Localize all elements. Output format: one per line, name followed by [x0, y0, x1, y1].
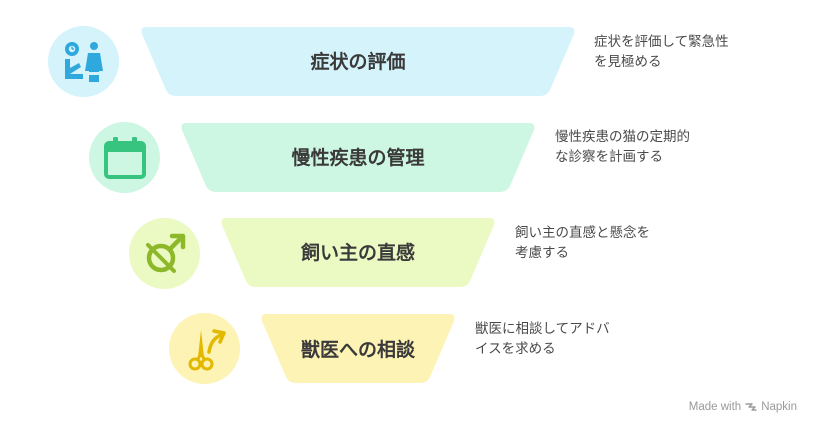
stage-4-title: 獣医への相談: [300, 339, 415, 361]
scissors-arrow-icon: [188, 328, 226, 370]
stage-1-description: 症状を評価して緊急性 を見極める: [594, 34, 729, 70]
footer-brand: Napkin: [761, 401, 797, 413]
stage-4-description: 獣医に相談してアドバ イスを求める: [475, 321, 610, 357]
stage-3-icon-circle: [129, 218, 200, 289]
footer-made-with: Made with: [688, 401, 742, 413]
stage-2-description: 慢性疾患の猫の定期的 な診察を計画する: [555, 129, 690, 165]
stage-4-icon-circle: [169, 313, 240, 384]
napkin-logo-icon: [745, 402, 757, 411]
patient-consultation-icon: [64, 41, 103, 82]
calendar-icon: [103, 136, 146, 179]
stage-1-icon-circle: [48, 26, 119, 97]
funnel-layer-1: [141, 27, 575, 96]
stage-3-title: 飼い主の直感: [300, 242, 415, 264]
napkin-footer: Made with Napkin: [689, 401, 797, 413]
stage-2-title: 慢性疾患の管理: [291, 147, 425, 169]
stage-3-description: 飼い主の直感と懸念を 考慮する: [515, 225, 650, 261]
stage-2-icon-circle: [89, 122, 160, 193]
stage-1-title: 症状の評価: [310, 51, 406, 73]
funnel-layer-2: [181, 123, 535, 192]
funnel-layer-3: [221, 218, 495, 287]
male-symbol-icon: [145, 233, 185, 273]
funnel-layer-4: [261, 314, 455, 383]
